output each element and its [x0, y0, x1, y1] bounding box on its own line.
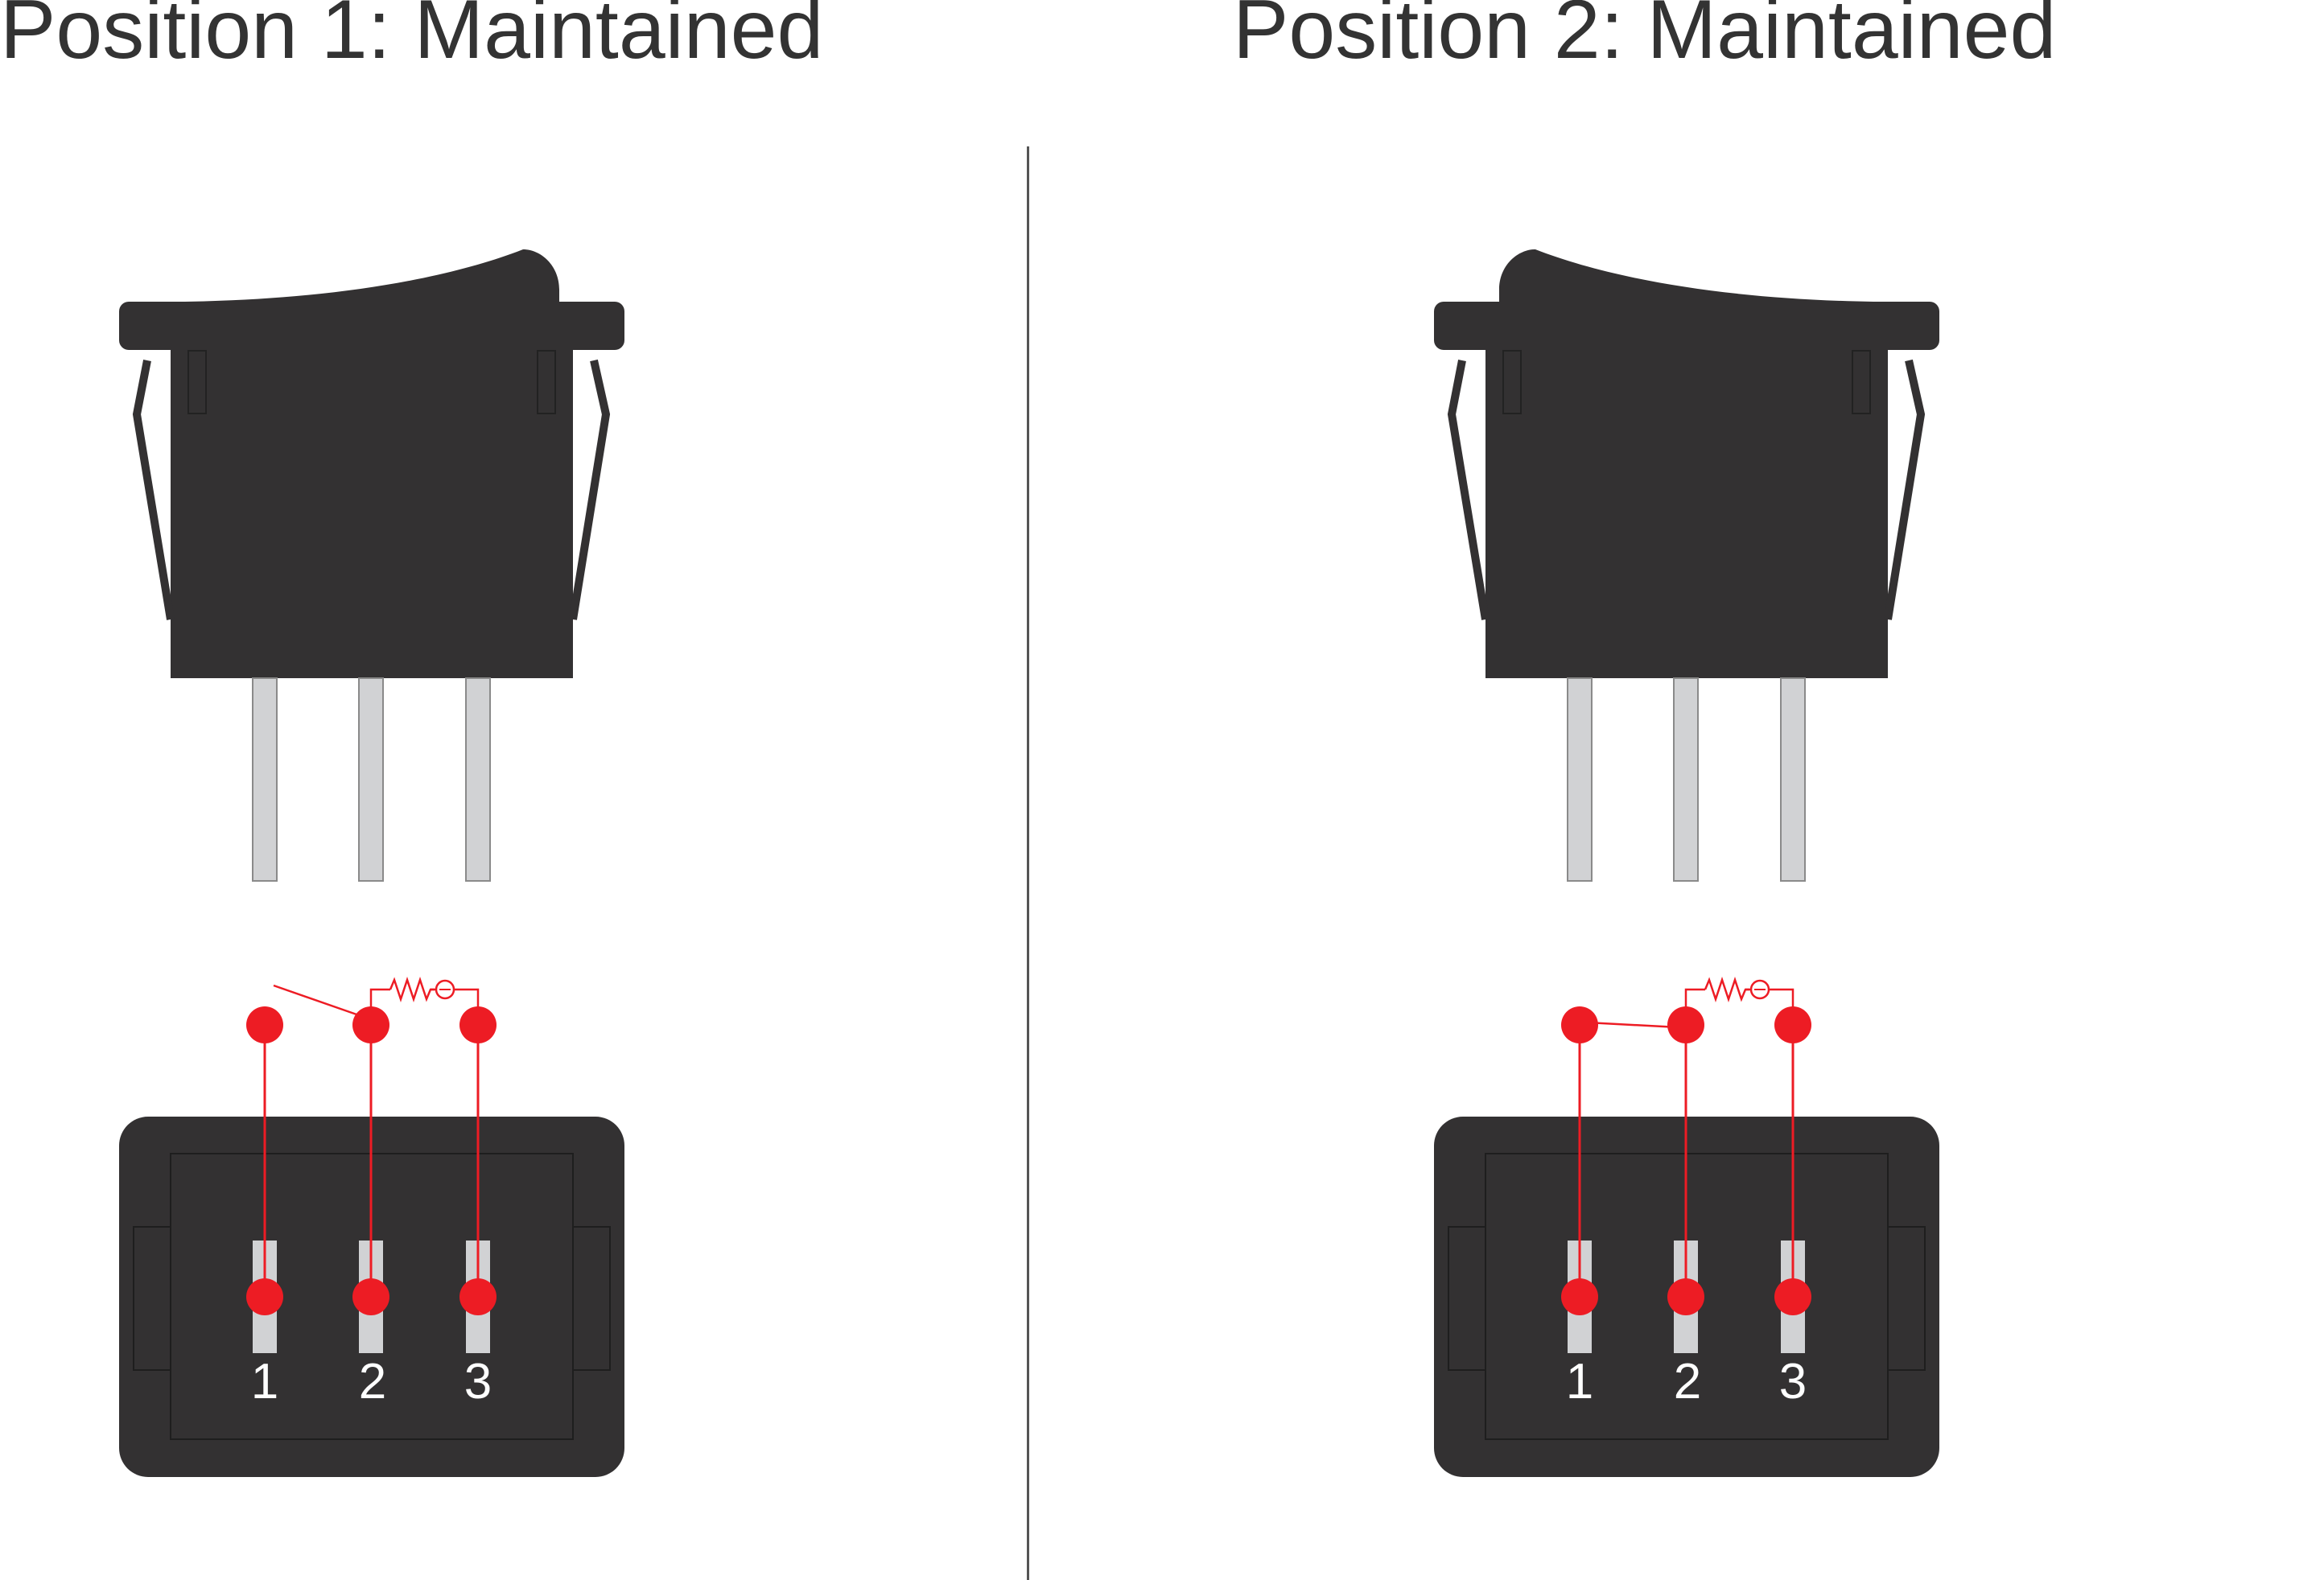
terminal-contact-1	[246, 1278, 283, 1315]
terminal-contact-2	[352, 1278, 389, 1315]
resistor-symbol	[389, 977, 435, 1002]
rocker-cap	[1499, 249, 1873, 306]
position-2-title: Position 2: Maintained	[1233, 0, 2057, 76]
position-1-title: Position 1: Maintained	[0, 0, 824, 76]
snap-clip-right	[569, 359, 611, 620]
terminal-label-2: 2	[359, 1354, 386, 1409]
rocker-switch-side-view	[1434, 249, 1939, 882]
terminal-label-1: 1	[251, 1354, 278, 1409]
terminal-label-1: 1	[1566, 1354, 1593, 1409]
rocker-cap	[185, 249, 559, 306]
pin-3	[1780, 677, 1806, 882]
rocker-flange	[1434, 302, 1939, 350]
panel-divider	[1027, 146, 1029, 1580]
pin-1	[1567, 677, 1593, 882]
terminal-contact-3	[459, 1278, 497, 1315]
housing-body	[171, 348, 573, 678]
snap-clip-right	[1884, 359, 1926, 620]
terminal-contact-1	[1561, 1278, 1598, 1315]
pin-1	[252, 677, 278, 882]
terminal-label-2: 2	[1674, 1354, 1701, 1409]
position-1-diagram: 1 2 3	[119, 249, 624, 1477]
terminal-pins	[252, 677, 491, 882]
rocker-switch-bottom-view: 1 2 3	[119, 1025, 624, 1477]
rocker-switch-side-view	[119, 249, 624, 882]
terminal-pins	[1567, 677, 1806, 882]
housing-body	[1485, 348, 1888, 678]
terminal-contact-3	[1774, 1278, 1811, 1315]
circuit-schematic	[246, 977, 497, 1043]
rocker-switch-bottom-view: 1 2 3	[1434, 1025, 1939, 1477]
resistor-symbol	[1704, 977, 1749, 1002]
pin-3	[465, 677, 491, 882]
switch-lever	[273, 984, 360, 1017]
terminal-contact-2	[1667, 1278, 1704, 1315]
rocker-flange	[119, 302, 624, 350]
position-2-diagram: 1 2 3	[1434, 249, 1939, 1477]
pin-2	[358, 677, 384, 882]
snap-clip-left	[1447, 360, 1490, 620]
terminal-label-3: 3	[464, 1354, 492, 1409]
terminal-label-3: 3	[1779, 1354, 1807, 1409]
pin-2	[1673, 677, 1699, 882]
snap-clip-left	[132, 360, 175, 620]
